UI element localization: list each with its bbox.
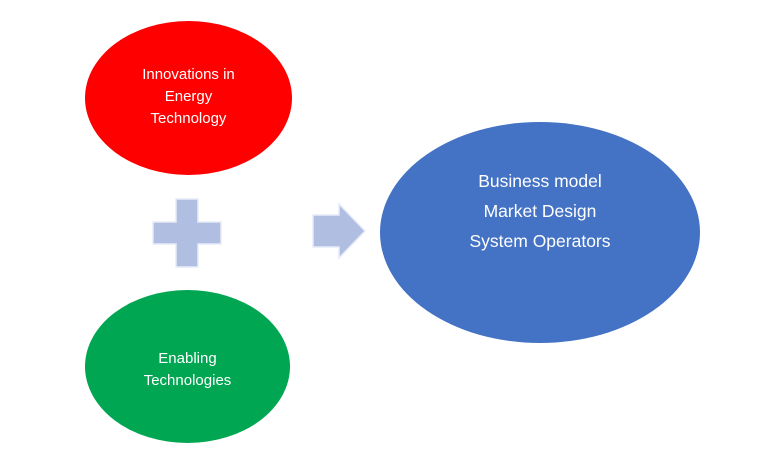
node-innovations-label: Innovations in Energy Technology [86, 64, 291, 130]
label-line: Technology [150, 110, 227, 127]
label-line: Energy [164, 88, 213, 105]
label-line: Innovations in [142, 66, 235, 83]
label-line: Market Design [483, 201, 597, 221]
ellipse-enabling [85, 290, 290, 443]
node-outcomes-label: Business model Market Design System Oper… [390, 166, 690, 256]
ellipse-outcomes [380, 122, 700, 343]
label-line: Technologies [143, 372, 232, 389]
arrow-right-icon [312, 202, 367, 260]
label-line: Enabling [158, 350, 217, 367]
label-line: Business model [478, 171, 602, 191]
label-line: System Operators [469, 231, 611, 251]
ellipse-innovations [85, 21, 292, 175]
node-enabling-label: Enabling Technologies [85, 348, 290, 392]
plus-icon [152, 198, 222, 268]
